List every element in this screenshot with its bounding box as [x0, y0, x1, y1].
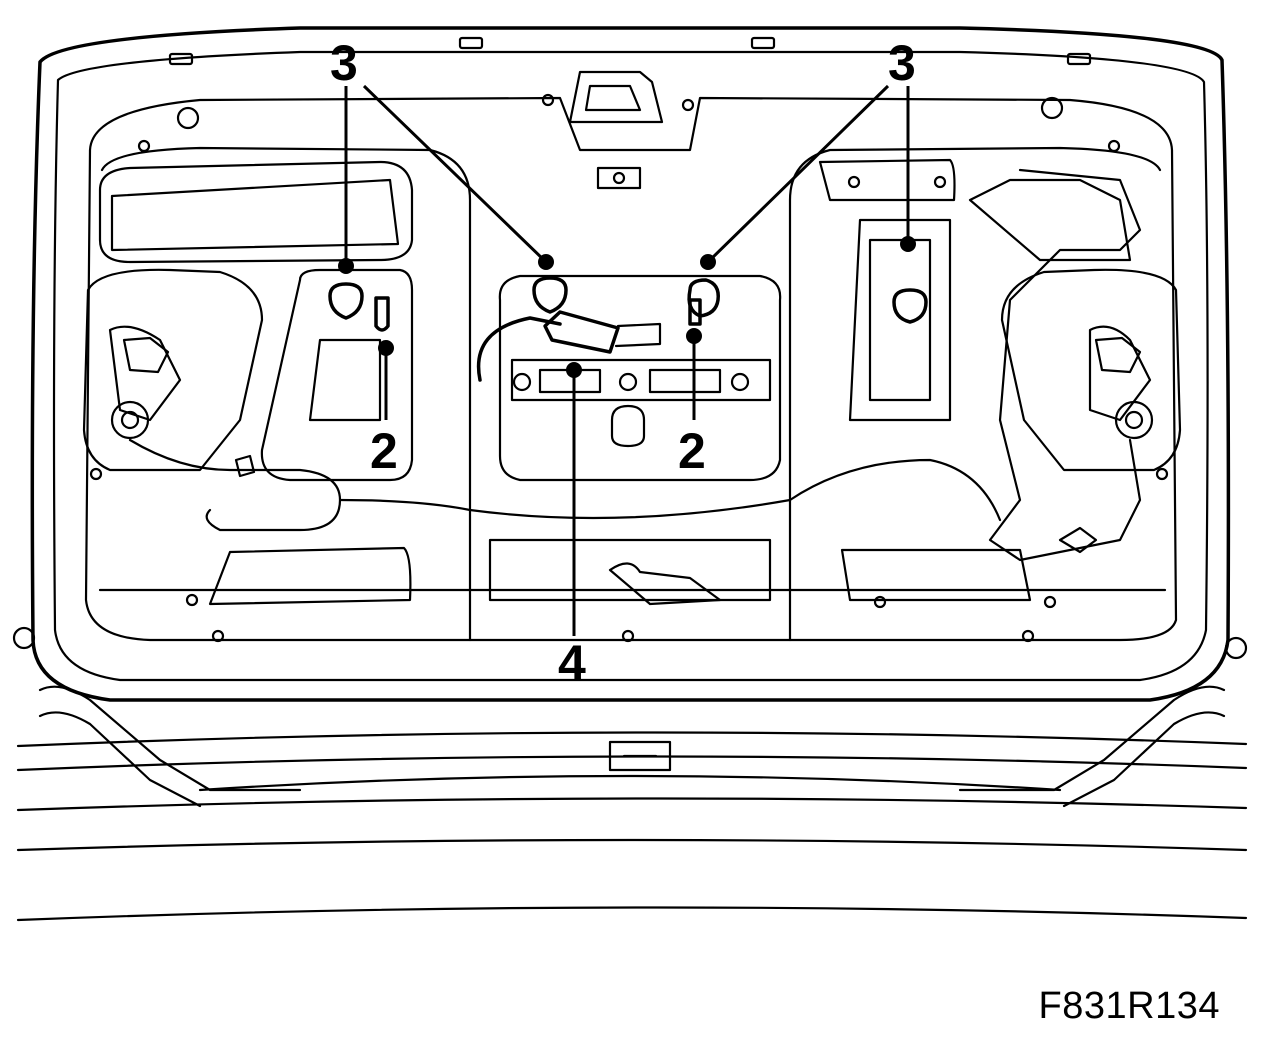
callout-3-right: 3: [888, 35, 916, 91]
callout-2-left: 2: [370, 423, 398, 479]
striker-bracket: [541, 70, 695, 190]
center-license-lamp-panel: [498, 274, 782, 482]
lid-outline: [30, 26, 1231, 702]
left-inner-bracket: [260, 268, 414, 482]
fastener-holes: [12, 139, 1248, 660]
trim-screws: [328, 276, 928, 324]
leader-dots: [338, 236, 916, 378]
right-inner-bracket: [848, 218, 952, 422]
left-tail-light-housing: [82, 268, 264, 472]
callout-2-right: 2: [678, 423, 706, 479]
rear-body-lines: [16, 731, 1248, 922]
right-wiring-duct: [988, 168, 1142, 562]
right-tail-light-housing: [1000, 268, 1182, 472]
callout-3-left: 3: [330, 35, 358, 91]
lower-wiring-harness: [128, 438, 1002, 532]
gas-struts: [38, 685, 1226, 808]
figure-id-label: F831R134: [1038, 985, 1220, 1027]
lower-compartments: [208, 538, 1032, 606]
center-cable-connector: [476, 310, 662, 382]
right-upper-bracket: [818, 158, 1132, 262]
leader-lines: [344, 84, 910, 636]
top-slots: [168, 36, 1092, 130]
callout-4: 4: [558, 635, 586, 691]
left-upper-opening: [98, 160, 414, 264]
trim-clips: [374, 296, 702, 332]
